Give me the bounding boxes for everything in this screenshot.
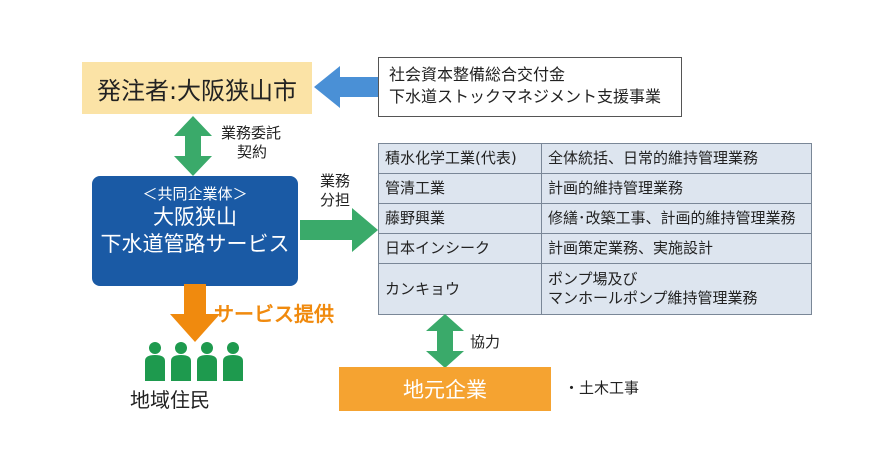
partner-role: 修繕･改築工事、計画的維持管理業務 — [541, 203, 812, 234]
partner-role: ポンプ場及び マンホールポンプ維持管理業務 — [541, 263, 812, 315]
orderer-box: 発注者:大阪狭山市 — [82, 62, 312, 114]
service-arrow — [170, 284, 220, 342]
partner-role: 全体統括、日常的維持管理業務 — [541, 143, 812, 174]
residents-label: 地域住民 — [130, 388, 210, 412]
local-companies-label: 地元企業 — [403, 378, 487, 402]
table-row: 管清工業 計画的維持管理業務 — [378, 173, 812, 204]
jv-subtitle: ＜共同企業体＞ — [142, 185, 248, 203]
contract-arrow — [174, 116, 212, 176]
partner-company: 日本インシーク — [378, 233, 542, 264]
contract-label-line-1: 業務委託 — [221, 124, 282, 142]
division-arrow — [300, 208, 378, 252]
jv-name-line-1: 大阪狭山 — [153, 205, 237, 229]
cooperation-arrow — [426, 314, 464, 368]
division-label-line-2: 分担 — [320, 191, 351, 209]
subsidy-line-1: 社会資本整備総合交付金 — [389, 65, 566, 84]
table-row: 積水化学工業(代表) 全体統括、日常的維持管理業務 — [378, 143, 812, 174]
local-companies-box: 地元企業 — [339, 367, 551, 411]
partner-role: 計画策定業務、実施設計 — [541, 233, 812, 264]
subsidy-box: 社会資本整備総合交付金 下水道ストックマネジメント支援事業 — [378, 57, 682, 117]
subsidy-arrow — [314, 66, 378, 108]
partner-company: 藤野興業 — [378, 203, 542, 234]
cooperation-label: 協力 — [470, 333, 501, 351]
division-label-line-1: 業務 — [320, 172, 351, 190]
jv-name-line-2: 下水道管路サービス — [100, 232, 290, 256]
table-row: 藤野興業 修繕･改築工事、計画的維持管理業務 — [378, 203, 812, 234]
partner-table: 積水化学工業(代表) 全体統括、日常的維持管理業務 管清工業 計画的維持管理業務… — [378, 143, 812, 315]
subsidy-line-2: 下水道ストックマネジメント支援事業 — [389, 87, 662, 106]
partner-role-line-2: マンホールポンプ維持管理業務 — [548, 289, 758, 307]
partner-company: 管清工業 — [378, 173, 542, 204]
division-label: 業務 分担 — [320, 172, 350, 210]
table-row: カンキョウ ポンプ場及び マンホールポンプ維持管理業務 — [378, 263, 812, 315]
partner-company: 積水化学工業(代表) — [378, 143, 542, 174]
contract-label: 業務委託 契約 — [221, 124, 281, 162]
table-row: 日本インシーク 計画策定業務、実施設計 — [378, 233, 812, 264]
service-label: サービス提供 — [214, 302, 334, 326]
residents-icon — [145, 342, 243, 381]
partner-role: 計画的維持管理業務 — [541, 173, 812, 204]
partner-company: カンキョウ — [378, 263, 542, 315]
civil-works-note: ・土木工事 — [564, 379, 640, 397]
partner-role-line-1: ポンプ場及び — [548, 270, 638, 288]
orderer-label: 発注者:大阪狭山市 — [96, 76, 298, 105]
contract-label-line-2: 契約 — [237, 143, 268, 161]
jv-box: ＜共同企業体＞ 大阪狭山 下水道管路サービス — [92, 176, 298, 286]
